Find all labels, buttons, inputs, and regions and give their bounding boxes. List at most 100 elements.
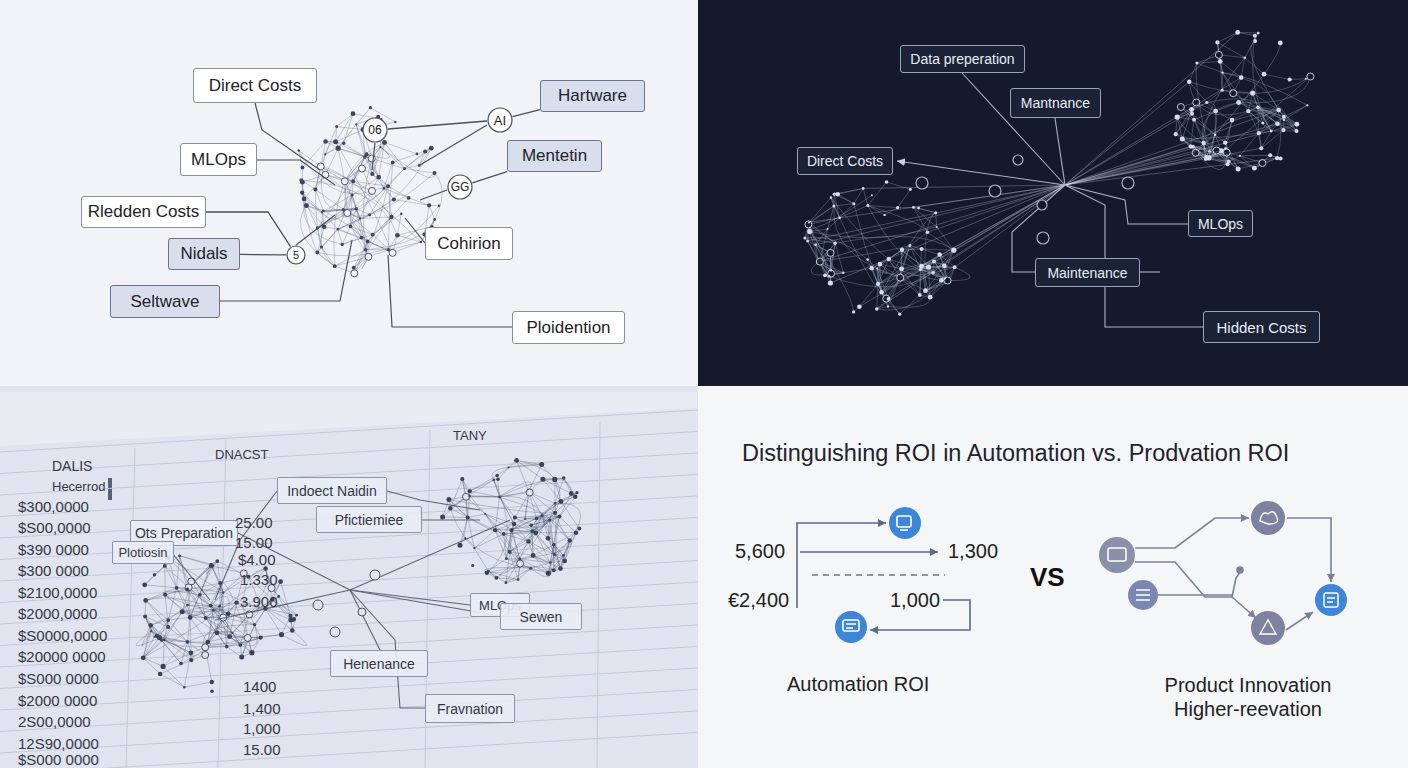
network-dot [1253, 34, 1257, 38]
network-link [164, 566, 165, 595]
node-text: AI [494, 113, 506, 128]
network-dot [554, 502, 556, 504]
network-link [808, 195, 872, 228]
table-cell: $S00,0000 [18, 519, 91, 536]
label-box: Seltwave [110, 285, 220, 318]
network-link [1245, 58, 1264, 74]
network-dot [473, 547, 475, 549]
network-dot [852, 310, 855, 313]
network-link [1216, 111, 1233, 120]
network-dot [143, 614, 147, 618]
hub-line [808, 185, 1065, 241]
network-dot [420, 241, 422, 243]
network-dot [225, 645, 229, 649]
network-link [265, 609, 292, 631]
network-link [1217, 32, 1237, 42]
network-link [409, 198, 430, 206]
leader-line [172, 553, 210, 600]
network-dot [313, 188, 317, 192]
network-dot [553, 553, 556, 556]
network-dot [508, 467, 510, 469]
network-link [1182, 133, 1259, 139]
node-text: GG [451, 180, 470, 194]
network-dot [1252, 166, 1257, 171]
network-dot [896, 206, 899, 209]
network-dot [382, 140, 387, 145]
grid-line [126, 448, 135, 768]
network-link [394, 200, 429, 206]
network-link [160, 660, 191, 674]
grid-line [0, 690, 697, 732]
network-dot [466, 516, 470, 520]
network-link [337, 114, 353, 127]
table-cell: 1.330 [240, 571, 278, 588]
network-ring [827, 249, 834, 256]
network-link [520, 559, 551, 563]
network-link [1189, 82, 1248, 115]
hub-line [1065, 124, 1278, 185]
label-box: Maintenance [1035, 258, 1140, 287]
spreadsheet-grid [0, 392, 697, 768]
network-dot [186, 640, 190, 644]
network-dot [351, 111, 356, 116]
network-dot [163, 593, 167, 597]
network-dot [238, 643, 242, 647]
network-dot [546, 536, 551, 541]
network-dot [1236, 167, 1241, 172]
node-text: Seltwave [131, 292, 200, 312]
network-link [302, 193, 345, 220]
network-dot [433, 218, 436, 221]
node-text: 06 [368, 123, 381, 137]
network-link [533, 556, 554, 571]
network-link [1191, 120, 1194, 147]
network-link [168, 620, 187, 642]
network-dot [498, 496, 500, 498]
network-link [342, 226, 350, 244]
network-link [146, 600, 168, 627]
innovation-icon [1099, 501, 1347, 645]
network-link [542, 516, 559, 517]
network-dot [1262, 72, 1267, 77]
network-dot [493, 528, 497, 532]
network-link [188, 631, 233, 642]
value-number: €2,400 [728, 589, 789, 612]
label-box: MLOps [180, 143, 257, 176]
label-box: Fravnation [425, 694, 515, 723]
network-link [922, 266, 931, 297]
innovation-icon [1251, 501, 1285, 535]
network-link [1223, 73, 1242, 78]
callout-circle: GG [447, 174, 473, 200]
network-ring [1213, 147, 1220, 154]
network-link [499, 496, 500, 498]
network-link [1241, 58, 1245, 78]
network-link [543, 479, 561, 501]
leader-line [257, 160, 335, 185]
network-dot [395, 233, 400, 238]
network-link [819, 246, 910, 262]
network-dot [366, 240, 370, 244]
network-ring [463, 493, 470, 500]
network-link [146, 588, 177, 601]
network-link [230, 625, 258, 646]
network-dot [277, 595, 280, 598]
network-link [321, 154, 356, 211]
network-dot [1262, 122, 1265, 125]
leader-line [1065, 185, 1188, 224]
network-dot [321, 211, 323, 213]
node-ring [313, 570, 380, 637]
leader-line [350, 590, 380, 650]
network-dot [369, 106, 372, 109]
circle-outline [488, 108, 512, 132]
network-cluster [1174, 30, 1314, 172]
network-link [840, 204, 854, 218]
network-link [301, 180, 397, 235]
network-dot [209, 604, 213, 608]
network-link [321, 212, 323, 247]
network-dot [157, 635, 162, 640]
network-link [145, 616, 168, 627]
network-dot [513, 516, 517, 520]
network-dot [279, 632, 284, 637]
network-link [470, 496, 486, 514]
network-link [863, 188, 868, 205]
network-dot [342, 208, 345, 211]
